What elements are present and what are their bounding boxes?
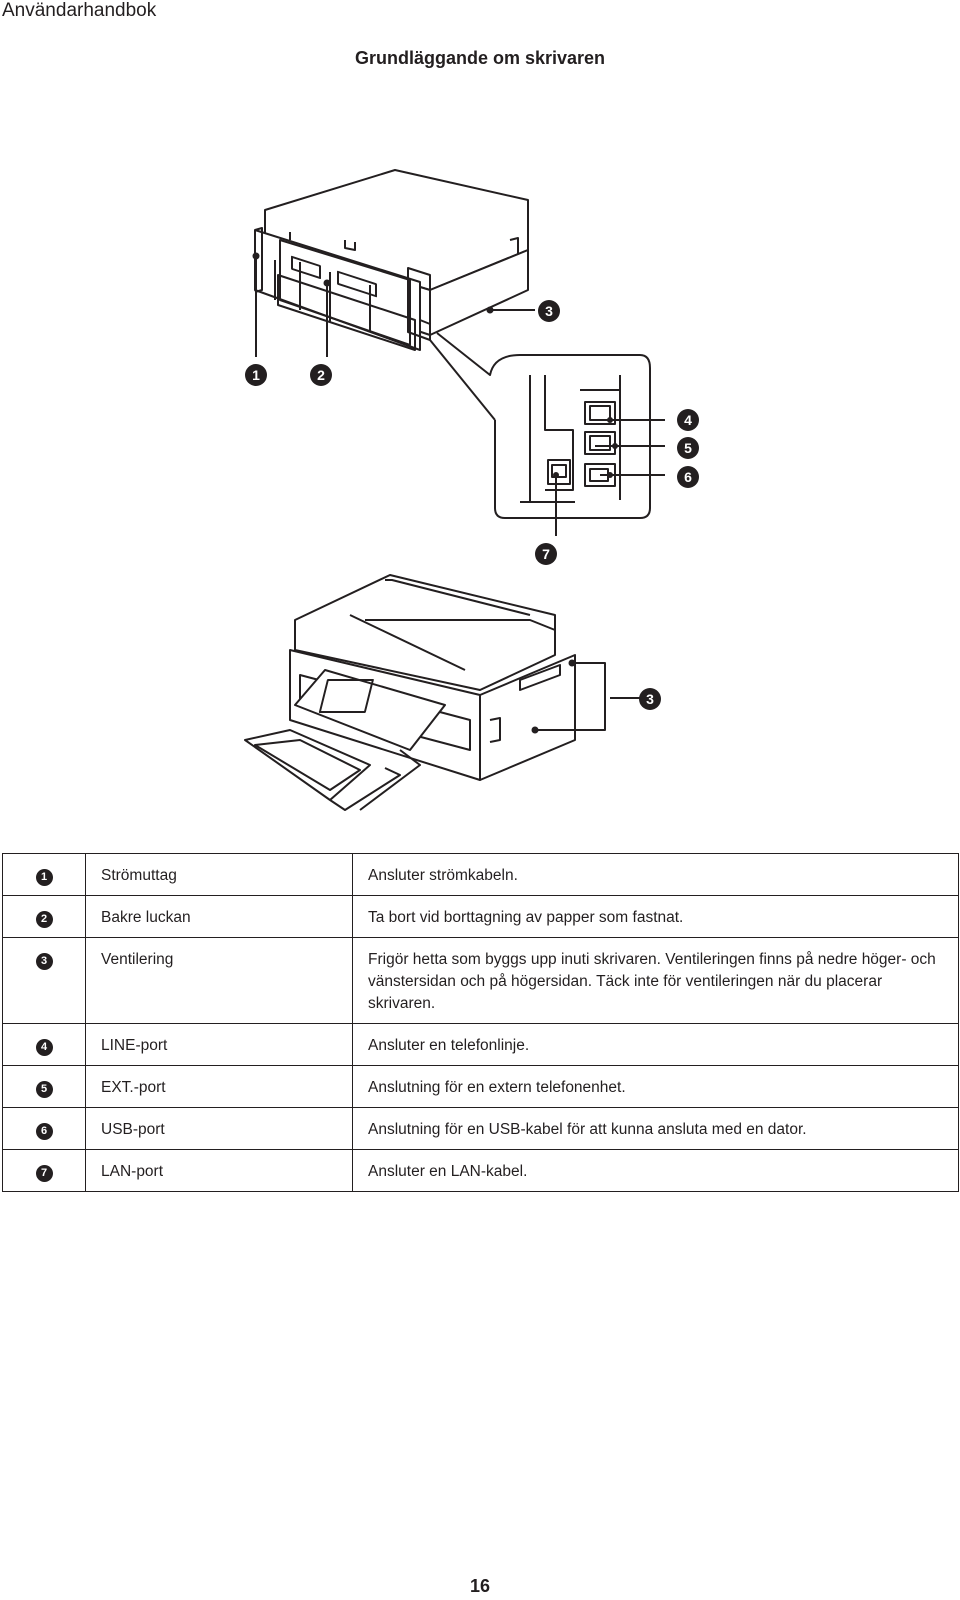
svg-text:3: 3 <box>646 691 654 707</box>
callout-5: 5 <box>677 437 699 459</box>
part-name: LINE-port <box>85 1023 353 1066</box>
part-name: Strömuttag <box>85 853 353 896</box>
part-description: Ansluter en LAN-kabel. <box>352 1149 959 1192</box>
table-row: 5 EXT.-port Anslutning för en extern tel… <box>2 1065 959 1108</box>
table-row: 4 LINE-port Ansluter en telefonlinje. <box>2 1023 959 1066</box>
printer-rear-illustration <box>254 169 529 351</box>
row-number-badge: 1 <box>35 869 53 886</box>
callout-7: 7 <box>535 543 557 565</box>
row-number-badge: 2 <box>35 911 53 928</box>
part-name: USB-port <box>85 1107 353 1150</box>
table-row: 3 Ventilering Frigör hetta som byggs upp… <box>2 937 959 1024</box>
row-number-badge: 5 <box>35 1081 53 1098</box>
table-row: 7 LAN-port Ansluter en LAN-kabel. <box>2 1149 959 1192</box>
part-description: Anslutning för en extern telefonenhet. <box>352 1065 959 1108</box>
part-description: Anslutning för en USB-kabel för att kunn… <box>352 1107 959 1150</box>
callout-4: 4 <box>677 409 699 431</box>
part-description: Ansluter en telefonlinje. <box>352 1023 959 1066</box>
svg-text:3: 3 <box>545 303 553 319</box>
svg-text:2: 2 <box>317 367 325 383</box>
document-header: Användarhandbok <box>2 0 157 21</box>
part-name: Bakre luckan <box>85 895 353 938</box>
svg-text:5: 5 <box>684 440 692 456</box>
parts-table: 1 Strömuttag Ansluter strömkabeln. 2 Bak… <box>2 853 959 1192</box>
row-number-badge: 7 <box>35 1165 53 1182</box>
section-title: Grundläggande om skrivaren <box>354 48 606 68</box>
row-number-badge: 6 <box>35 1123 53 1140</box>
part-description: Ansluter strömkabeln. <box>352 853 959 896</box>
callout-badges: 1 2 3 4 5 6 7 3 <box>245 300 699 710</box>
printer-front-illustration <box>244 574 576 811</box>
callout-3-rear: 3 <box>538 300 560 322</box>
svg-text:1: 1 <box>252 367 260 383</box>
table-row: 2 Bakre luckan Ta bort vid borttagning a… <box>2 895 959 938</box>
table-row: 6 USB-port Anslutning för en USB-kabel f… <box>2 1107 959 1150</box>
callout-3-front: 3 <box>639 688 661 710</box>
row-number-badge: 3 <box>35 953 53 970</box>
part-description: Ta bort vid borttagning av papper som fa… <box>352 895 959 938</box>
row-number-badge: 4 <box>35 1039 53 1056</box>
svg-text:7: 7 <box>542 546 550 562</box>
printer-diagram: 1 2 3 4 5 6 7 3 <box>244 169 699 811</box>
page-number: 16 <box>469 1576 491 1596</box>
svg-text:6: 6 <box>684 469 692 485</box>
part-name: Ventilering <box>85 937 353 1024</box>
svg-text:4: 4 <box>684 412 692 428</box>
part-description: Frigör hetta som byggs upp inuti skrivar… <box>352 937 959 1024</box>
callout-1: 1 <box>245 364 267 386</box>
part-name: EXT.-port <box>85 1065 353 1108</box>
table-row: 1 Strömuttag Ansluter strömkabeln. <box>2 853 959 896</box>
callout-6: 6 <box>677 466 699 488</box>
port-inset <box>520 375 665 536</box>
part-name: LAN-port <box>85 1149 353 1192</box>
callout-2: 2 <box>310 364 332 386</box>
